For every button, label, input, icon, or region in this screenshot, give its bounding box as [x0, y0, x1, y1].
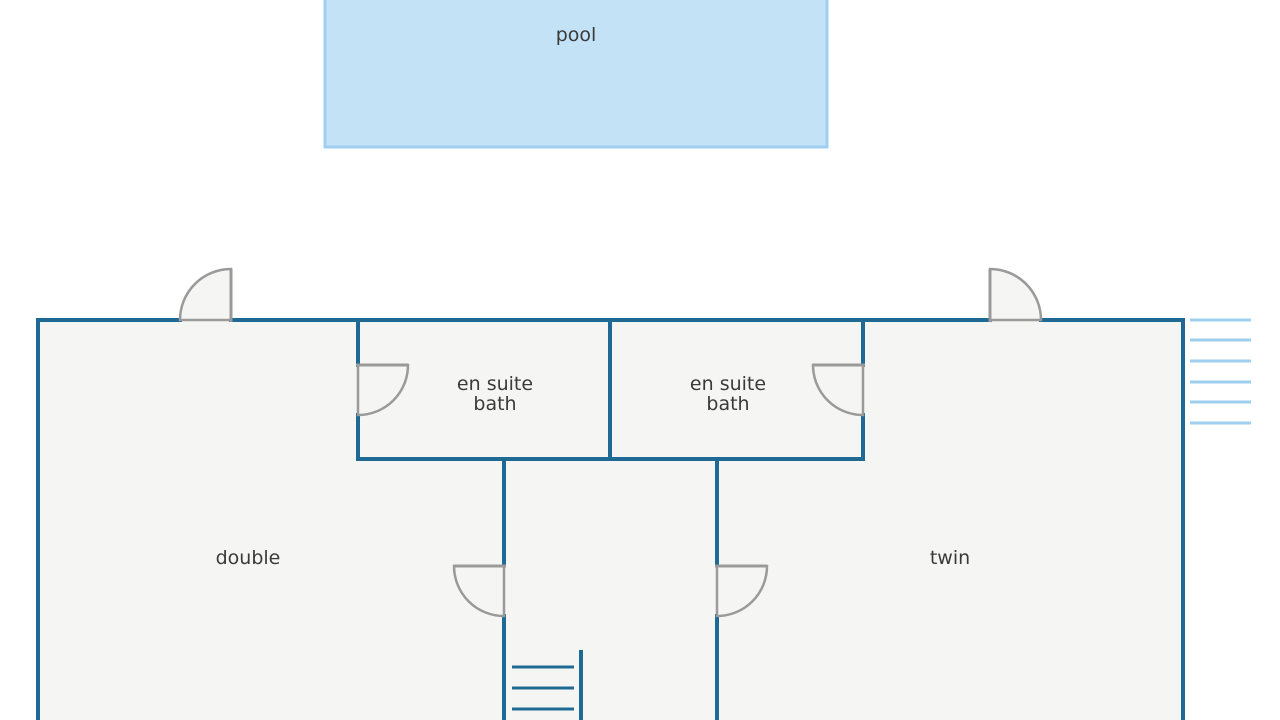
door-twin-corridor: [715, 564, 769, 618]
bath-left-label-line2: bath: [473, 393, 516, 415]
twin-room-label: twin: [930, 547, 970, 569]
door-bath-left: [356, 363, 410, 417]
bath-right-label-line1: en suite: [690, 373, 766, 395]
door-twin-exterior: [988, 267, 1043, 322]
double-room-label: double: [216, 547, 281, 569]
bath-right-label-line2: bath: [706, 393, 749, 415]
door-bath-right: [811, 363, 865, 417]
pool-area: [323, 0, 829, 149]
exterior-steps: [1190, 318, 1251, 425]
interior-stairs: [512, 650, 583, 720]
door-double-corridor: [452, 564, 506, 618]
pool-label: pool: [556, 24, 597, 46]
door-double-exterior: [178, 267, 233, 322]
bath-left-label-line1: en suite: [457, 373, 533, 395]
